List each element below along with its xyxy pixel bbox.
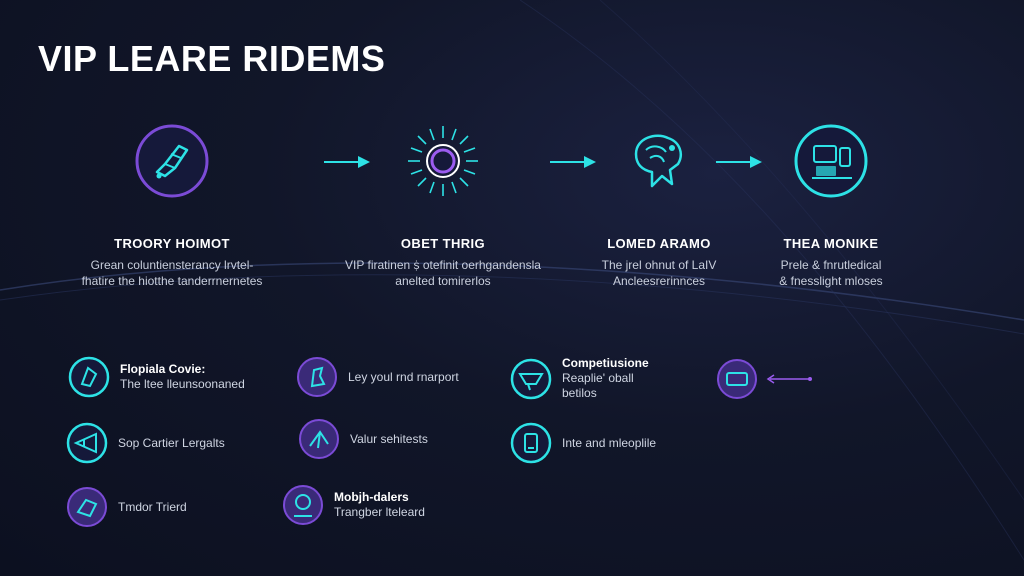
feature-title: Competiusione xyxy=(562,356,649,370)
feature-item: Mobjh-dalers Trangber lteleard xyxy=(282,484,425,526)
feature-item: Valur sehitests xyxy=(298,418,428,460)
feature-item: Flopiala Covie: The ltee lleunsoonaned xyxy=(68,356,245,398)
feature-item xyxy=(716,358,814,400)
step-description-line: anelted tomirerlos xyxy=(395,274,491,288)
feature-description: Ley youl rnd rnarport xyxy=(348,369,459,384)
feature-item: Tmdor Trierd xyxy=(66,486,187,528)
arrow-right-icon xyxy=(324,156,370,168)
feature-description: Inte and mleoplile xyxy=(562,435,657,450)
step-description: Prele & fnrutledical & fnesslight mloses xyxy=(716,257,946,289)
step-description: Grean coluntiensterancy lrvtel- fhatire … xyxy=(57,257,287,289)
feature-icon-9 xyxy=(283,485,323,525)
devices-icon xyxy=(794,124,868,198)
step-description-line: The jrel ohnut of LaIV xyxy=(601,258,717,272)
feature-item: Ley youl rnd rnarport xyxy=(296,356,459,398)
arrow-right-icon xyxy=(550,156,596,168)
step-description-line: VIP firatinen ṩ otefinit oerhgandensla xyxy=(345,258,541,272)
arrow-right-icon xyxy=(716,156,762,168)
step-description-line: Grean coluntiensterancy lrvtel- xyxy=(90,258,254,272)
feature-description: Sop Cartier Lergalts xyxy=(118,435,225,450)
step-description: VIP firatinen ṩ otefinit oerhgandensla a… xyxy=(328,257,558,289)
feature-icon-7 xyxy=(510,422,552,464)
step-heading: TROORY HOIMOT xyxy=(114,236,230,251)
step-description-line: Ancleesrerinnces xyxy=(612,274,706,288)
step-heading: OBET THRIG xyxy=(400,236,486,251)
feature-icon-8 xyxy=(67,487,107,527)
feature-icon-1 xyxy=(68,356,110,398)
page-title: VIP LEARE RIDEMS xyxy=(38,38,386,79)
feature-description: Trangber lteleard xyxy=(334,505,425,519)
step-description-line: & fnesslight mloses xyxy=(779,274,883,288)
feature-icon-5 xyxy=(66,422,108,464)
burst-icon xyxy=(408,126,478,196)
brain-icon xyxy=(634,134,682,188)
feature-item: Competiusione Reaplie' oball betilos xyxy=(510,356,652,401)
step-description: The jrel ohnut of LaIV Ancleesrerinnces xyxy=(544,257,774,289)
step-1: TROORY HOIMOT Grean coluntiensterancy lr… xyxy=(57,124,287,289)
step-heading: LOMED ARAMO xyxy=(607,236,711,251)
feature-title: Mobjh-dalers xyxy=(334,490,409,504)
step-description-line: Prele & fnrutledical xyxy=(780,258,882,272)
hand-icon xyxy=(135,124,209,198)
feature-icon-2 xyxy=(297,357,337,397)
step-4: THEA MONIKE Prele & fnrutledical & fness… xyxy=(716,124,946,289)
feature-description: Reaplie' oball betilos xyxy=(562,371,634,400)
feature-icon-4 xyxy=(717,359,757,399)
step-description-line: fhatire the hiotthe tanderrnernetes xyxy=(81,274,263,288)
feature-description: Tmdor Trierd xyxy=(118,499,187,514)
feature-item: Sop Cartier Lergalts xyxy=(66,422,225,464)
feature-icon-3 xyxy=(510,358,552,399)
feature-description: The ltee lleunsoonaned xyxy=(120,377,245,391)
connector-line xyxy=(766,374,812,384)
feature-item: Inte and mleoplile xyxy=(510,422,656,464)
feature-icon-6 xyxy=(299,419,339,459)
step-3: LOMED ARAMO The jrel ohnut of LaIV Ancle… xyxy=(544,124,774,289)
step-2: OBET THRIG VIP firatinen ṩ otefinit oerh… xyxy=(328,124,558,289)
step-heading: THEA MONIKE xyxy=(783,236,879,251)
feature-title: Flopiala Covie: xyxy=(120,362,206,376)
feature-description: Valur sehitests xyxy=(350,431,428,446)
